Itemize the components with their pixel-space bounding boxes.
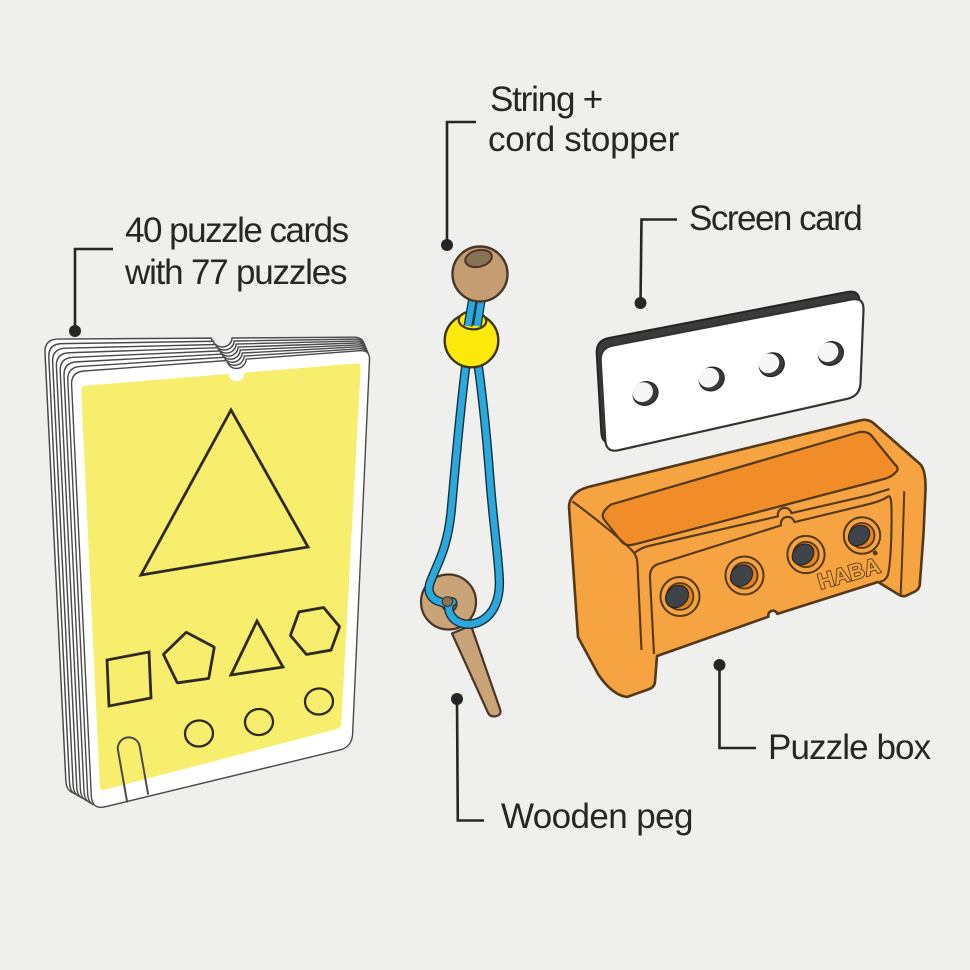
svg-text:cord stopper: cord stopper	[488, 120, 680, 159]
svg-text:with 77 puzzles: with 77 puzzles	[124, 253, 347, 292]
svg-text:Wooden peg: Wooden peg	[501, 797, 693, 836]
svg-text:40 puzzle cards: 40 puzzle cards	[125, 211, 349, 250]
svg-text:Puzzle box: Puzzle box	[768, 728, 932, 767]
svg-text:Screen card: Screen card	[689, 199, 861, 238]
svg-text:String +: String +	[490, 80, 602, 119]
